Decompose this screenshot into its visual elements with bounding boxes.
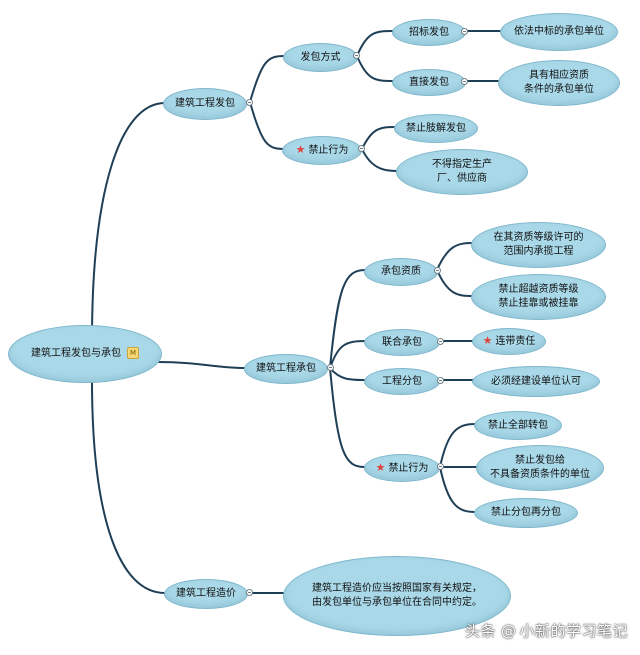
collapse-icon[interactable]: [437, 463, 444, 470]
link-chengbao-qual: [329, 269, 366, 369]
collapse-icon[interactable]: [461, 28, 468, 35]
node-cost-item[interactable]: 建筑工程造价应当按照国家有关规定， 由发包单位与承包单位在合同中约定。: [283, 556, 511, 636]
node-fabao-prohibited-item-2[interactable]: 不得指定生产 厂、供应商: [396, 149, 528, 195]
watermark-at: @: [500, 622, 517, 640]
node-subcontract-label: 工程分包: [382, 375, 422, 387]
collapse-icon[interactable]: [246, 99, 253, 106]
link-fabao-prohibited: [249, 101, 285, 150]
link-fabao-method: [249, 55, 285, 103]
root-node[interactable]: 建筑工程发包与承包 M: [8, 325, 162, 383]
node-subcontract-item-label: 必须经建设单位认可: [491, 375, 581, 387]
collapse-icon[interactable]: [434, 267, 441, 274]
star-icon: ★: [295, 143, 306, 156]
node-cost-label: 建筑工程造价: [176, 588, 236, 599]
node-chengbao-label: 建筑工程承包: [256, 363, 316, 374]
node-tender-label: 招标发包: [409, 26, 449, 38]
link-chengbao-joint: [329, 340, 366, 369]
node-direct-target[interactable]: 具有相应资质 条件的承包单位: [498, 60, 620, 106]
collapse-icon[interactable]: [437, 338, 444, 345]
node-subcontract-item[interactable]: 必须经建设单位认可: [472, 366, 600, 397]
node-chengbao-prohibited-item-3[interactable]: 禁止分包再分包: [474, 498, 578, 528]
star-icon: ★: [482, 334, 493, 347]
node-qualification-item-2[interactable]: 禁止超越资质等级 禁止挂靠或被挂靠: [471, 274, 606, 320]
node-fabao-prohibited-item-1[interactable]: 禁止肢解发包: [394, 114, 478, 143]
node-cost-item-label: 建筑工程造价应当按照国家有关规定， 由发包单位与承包单位在合同中约定。: [312, 583, 482, 608]
node-fabao-prohibited-item-2-label: 不得指定生产 厂、供应商: [432, 159, 492, 184]
node-fabao-prohibited-label: 禁止行为: [308, 145, 349, 156]
link-prohibited2-item3: [439, 466, 476, 513]
root-label: 建筑工程发包与承包: [31, 348, 121, 359]
link-method-direct: [356, 55, 394, 82]
collapse-icon[interactable]: [358, 145, 365, 152]
collapse-icon[interactable]: [461, 78, 468, 85]
node-direct-target-label: 具有相应资质 条件的承包单位: [524, 70, 594, 95]
collapse-icon[interactable]: [246, 589, 253, 596]
node-tender[interactable]: 招标发包: [392, 19, 466, 46]
link-root-cost: [91, 379, 166, 594]
node-fabao-method[interactable]: 发包方式: [283, 43, 358, 72]
link-prohibited1-item2: [361, 148, 401, 172]
link-qual-item1: [436, 242, 474, 271]
link-root-fabao: [91, 102, 166, 341]
node-joint-item-label: 连带责任: [495, 336, 536, 347]
node-chengbao-prohibited-item-2[interactable]: 禁止发包给 不具备资质条件的单位: [476, 445, 604, 491]
node-tender-target[interactable]: 依法中标的承包单位: [500, 13, 618, 51]
node-fabao-label: 建筑工程发包: [175, 98, 235, 109]
node-chengbao-prohibited[interactable]: ★禁止行为: [364, 454, 440, 482]
node-chengbao[interactable]: 建筑工程承包: [244, 354, 328, 384]
node-chengbao-prohibited-item-1[interactable]: 禁止全部转包: [474, 411, 562, 440]
watermark-prefix: 头条: [464, 622, 496, 640]
node-qualification-item-2-label: 禁止超越资质等级 禁止挂靠或被挂靠: [498, 284, 579, 309]
node-fabao-prohibited[interactable]: ★禁止行为: [282, 136, 362, 165]
memo-badge-icon[interactable]: M: [127, 347, 139, 359]
link-root-chengbao: [157, 361, 246, 369]
node-qualification-label: 承包资质: [381, 266, 421, 277]
link-chengbao-prohibited: [329, 367, 366, 468]
node-joint-item[interactable]: ★连带责任: [472, 328, 546, 355]
node-qualification-item-1[interactable]: 在其资质等级许可的 范围内承揽工程: [471, 222, 606, 268]
star-icon: ★: [375, 460, 386, 474]
node-tender-target-label: 依法中标的承包单位: [514, 26, 604, 37]
collapse-icon[interactable]: [353, 52, 360, 59]
node-chengbao-prohibited-label: 禁止行为: [388, 462, 429, 474]
node-fabao-method-label: 发包方式: [300, 51, 341, 63]
node-fabao[interactable]: 建筑工程发包: [163, 88, 247, 120]
link-prohibited1-item1: [361, 126, 396, 150]
node-subcontract[interactable]: 工程分包: [364, 368, 440, 395]
node-qualification[interactable]: 承包资质: [364, 258, 438, 286]
link-method-tender: [356, 30, 394, 57]
node-joint[interactable]: 联合承包: [364, 329, 440, 356]
link-prohibited2-item1: [439, 423, 476, 468]
node-qualification-item-1-label: 在其资质等级许可的 范围内承揽工程: [493, 232, 584, 257]
collapse-icon[interactable]: [327, 364, 334, 371]
node-chengbao-prohibited-item-3-label: 禁止分包再分包: [491, 507, 561, 518]
node-direct[interactable]: 直接发包: [392, 69, 466, 96]
node-fabao-prohibited-item-1-label: 禁止肢解发包: [406, 122, 466, 134]
watermark: 头条@小新的学习笔记: [465, 620, 628, 641]
node-cost[interactable]: 建筑工程造价: [164, 579, 248, 609]
node-direct-label: 直接发包: [409, 76, 449, 88]
node-joint-label: 联合承包: [382, 336, 422, 348]
collapse-icon[interactable]: [437, 377, 444, 384]
watermark-name: 小新的学习笔记: [519, 622, 628, 640]
link-qual-item2: [436, 269, 474, 297]
link-chengbao-sub: [329, 367, 366, 381]
node-chengbao-prohibited-item-2-label: 禁止发包给 不具备资质条件的单位: [490, 455, 590, 480]
node-chengbao-prohibited-item-1-label: 禁止全部转包: [488, 419, 548, 431]
